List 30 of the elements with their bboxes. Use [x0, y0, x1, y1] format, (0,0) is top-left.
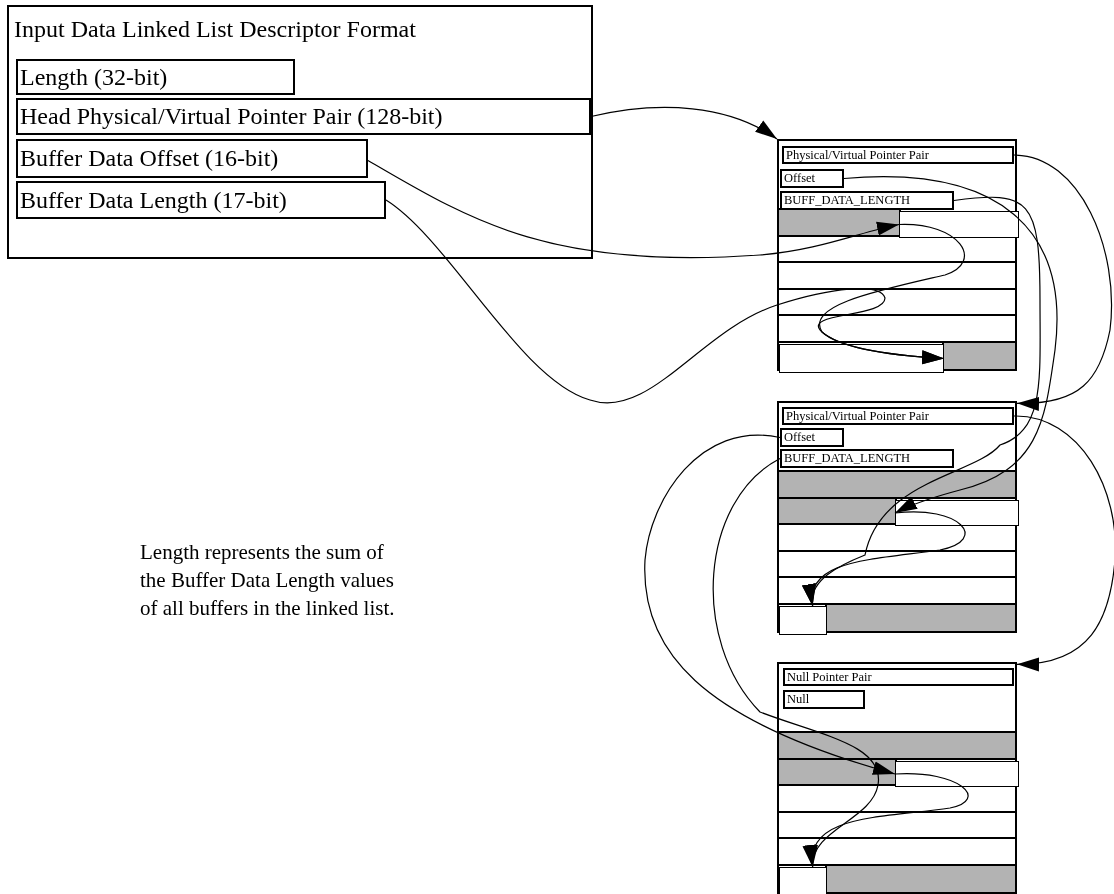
descriptor-field: Buffer Data Length (17-bit) [16, 181, 386, 219]
arrow [1013, 154, 1113, 411]
arrow [1013, 415, 1114, 671]
descriptor-panel [7, 5, 593, 259]
buffer-data-segment [779, 606, 827, 635]
buffer-data-segment [779, 867, 827, 894]
buffer-header-field: Null [783, 690, 865, 709]
descriptor-field: Length (32-bit) [16, 59, 295, 95]
buffer-data-segment [895, 761, 1019, 787]
buffer-header-field: BUFF_DATA_LENGTH [780, 191, 954, 210]
arrow [804, 511, 966, 607]
buffer-data-segment [899, 211, 1019, 238]
descriptor-title: Input Data Linked List Descriptor Format [14, 15, 416, 43]
buffer-header-field: BUFF_DATA_LENGTH [780, 449, 954, 468]
arrow [805, 773, 969, 868]
buffer-header-field: Null Pointer Pair [783, 668, 1014, 686]
buffer-data-segment [895, 500, 1019, 526]
buffer-header-field: Offset [780, 169, 844, 188]
arrow [843, 176, 1058, 514]
buffer-data-segment [779, 344, 944, 373]
descriptor-field: Buffer Data Offset (16-bit) [16, 139, 368, 178]
arrow [367, 159, 900, 259]
buffer-header-field: Physical/Virtual Pointer Pair [782, 407, 1014, 425]
buffer-header-field: Physical/Virtual Pointer Pair [782, 146, 1014, 164]
arrow [819, 223, 965, 365]
arrow [590, 106, 778, 140]
buffer-header-field: Offset [780, 428, 844, 447]
descriptor-field: Head Physical/Virtual Pointer Pair (128-bit) [16, 98, 591, 135]
arrow [644, 434, 896, 775]
note-text: Length represents the sum of the Buffer Data Length values of all buffers in the linked list. [140, 539, 396, 622]
